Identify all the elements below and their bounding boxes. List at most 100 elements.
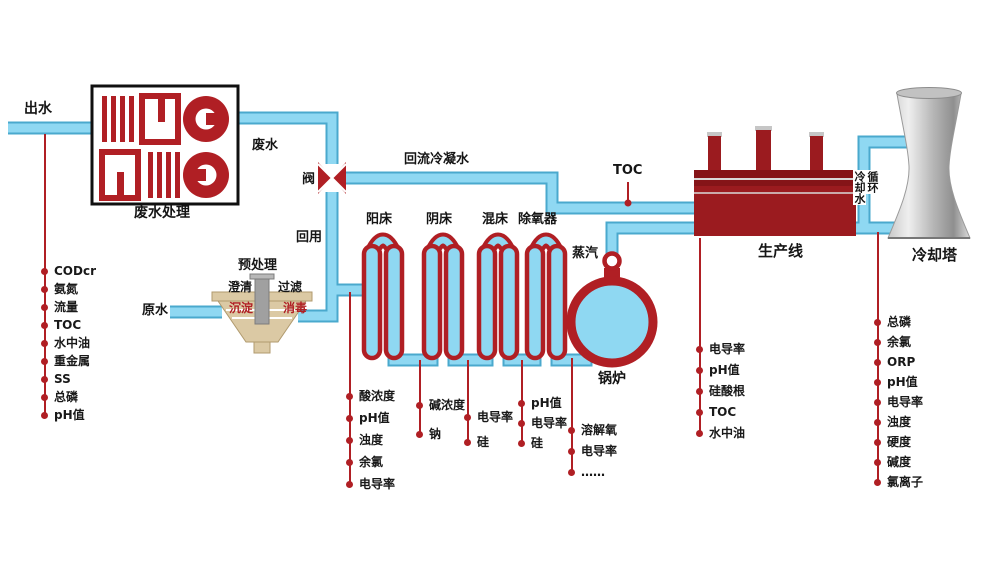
label-circulating-1: 循环: [866, 170, 879, 194]
measurement-label: SS: [54, 372, 71, 386]
measurement-item: 总磷: [41, 390, 96, 405]
production-line-icon: [694, 126, 856, 236]
label-anion-bed: 阴床: [426, 212, 453, 227]
valve-icon: [317, 162, 347, 194]
measurement-label: 硬度: [887, 435, 912, 449]
measurement-item: 硅: [518, 436, 567, 451]
measurement-label: 酸浓度: [359, 389, 396, 403]
measurement-label: 总磷: [54, 390, 79, 404]
measurement-label: 溶解氧: [581, 423, 618, 437]
sensor-dot-icon: [464, 439, 471, 446]
sensor-dot-icon: [568, 427, 575, 434]
sensor-dot-icon: [464, 414, 471, 421]
measurement-item: 酸浓度: [346, 389, 395, 404]
label-deaerator: 除氧器: [518, 212, 558, 227]
sensor-dot-icon: [874, 479, 881, 486]
measurement-label: 浊度: [359, 433, 384, 447]
measurement-label: ORP: [887, 355, 916, 369]
measurement-label: CODcr: [54, 264, 96, 278]
label-wastewater: 废水: [252, 138, 279, 153]
sensor-dot-icon: [518, 420, 525, 427]
measurement-label: ……: [581, 465, 605, 479]
label-valve: 阀: [302, 172, 316, 187]
label-condensate-return: 回流冷凝水: [404, 152, 470, 167]
measurement-label: 余氯: [359, 455, 384, 469]
cooling-tower-icon: [887, 87, 971, 239]
sensor-dot-icon: [568, 469, 575, 476]
measurement-item: 氨氮: [41, 282, 96, 297]
label-cooling-tower: 冷却塔: [912, 246, 958, 264]
measurement-item: SS: [41, 372, 96, 387]
measurement-item: ORP: [874, 355, 923, 370]
measurement-item: 电导率: [874, 395, 923, 410]
measurement-label: TOC: [709, 405, 737, 419]
sensor-dot-icon: [696, 409, 703, 416]
sensor-dot-icon: [696, 430, 703, 437]
label-cation-bed: 阳床: [366, 212, 393, 227]
measurement-label: 电导率: [477, 410, 514, 424]
measurement-label: 硅酸根: [709, 384, 746, 398]
deaerator-vessel: [524, 232, 568, 361]
measurement-item: pH值: [346, 411, 395, 426]
measurement-label: 钠: [429, 427, 442, 441]
sensor-dot-icon: [416, 402, 423, 409]
sensor-dot-icon: [874, 459, 881, 466]
label-steam: 蒸汽: [572, 246, 599, 261]
sensor-dot-icon: [346, 415, 353, 422]
measurement-label: 电导率: [531, 416, 568, 430]
measurement-label: pH值: [54, 408, 85, 422]
measurement-label: 总磷: [887, 315, 912, 329]
measurement-label: 碱浓度: [429, 398, 466, 412]
sensor-dot-icon: [346, 437, 353, 444]
label-circulating-2: 冷却水: [853, 170, 866, 205]
measurement-label: 硅: [477, 435, 490, 449]
measurement-item: 硬度: [874, 435, 923, 450]
label-filter: 过滤: [278, 280, 303, 294]
measurement-item: 硅酸根: [696, 384, 745, 399]
label-reuse: 回用: [296, 230, 323, 245]
sensor-dot-icon: [518, 400, 525, 407]
measurements-mixed-bed: pH值电导率硅: [518, 396, 567, 451]
sensor-dot-icon: [696, 388, 703, 395]
measurement-label: 电导率: [359, 477, 396, 491]
measurement-label: 余氯: [887, 335, 912, 349]
measurements-cation-bed: 酸浓度 pH值浊度余氯电导率: [346, 389, 395, 492]
sensor-dot-icon: [518, 440, 525, 447]
sensor-dot-icon: [696, 346, 703, 353]
label-wastewater-plant: 废水处理: [134, 205, 190, 221]
sensor-dot-icon: [41, 394, 48, 401]
label-raw-water: 原水: [142, 303, 169, 318]
measurement-label: pH值: [887, 375, 918, 389]
measurement-item: 总磷: [874, 315, 923, 330]
measurement-item: ……: [568, 465, 617, 480]
cation-bed-vessel: [361, 232, 405, 361]
sensor-dot-icon: [41, 304, 48, 311]
measurement-item: TOC: [696, 405, 745, 420]
mixed-bed-vessel: [476, 232, 520, 361]
measurement-item: pH值: [41, 408, 96, 423]
measurement-item: 浊度: [346, 433, 395, 448]
sensor-dot-icon: [41, 322, 48, 329]
measurement-label: TOC: [54, 318, 82, 332]
measurement-item: TOC: [41, 318, 96, 333]
measurement-item: 碱浓度: [416, 398, 465, 413]
measurement-label: pH值: [359, 411, 390, 425]
measurement-item: 余氯: [874, 335, 923, 350]
sensor-dot-icon: [874, 439, 881, 446]
measurement-item: 流量: [41, 300, 96, 315]
measurement-label: 氯离子: [887, 475, 924, 489]
measurement-item: pH值: [696, 363, 745, 378]
label-mixed-bed: 混床: [482, 212, 509, 227]
pretreatment-icon: [211, 273, 313, 354]
measurement-item: 电导率: [568, 444, 617, 459]
measurement-label: pH值: [709, 363, 740, 377]
measurements-polish: 电导率硅: [464, 410, 513, 450]
sensor-dot-icon: [41, 268, 48, 275]
measurement-label: 硅: [531, 436, 544, 450]
measurement-item: 溶解氧: [568, 423, 617, 438]
wastewater-plant-icon: [90, 84, 240, 206]
measurement-label: 碱度: [887, 455, 912, 469]
measurement-label: 流量: [54, 300, 79, 314]
